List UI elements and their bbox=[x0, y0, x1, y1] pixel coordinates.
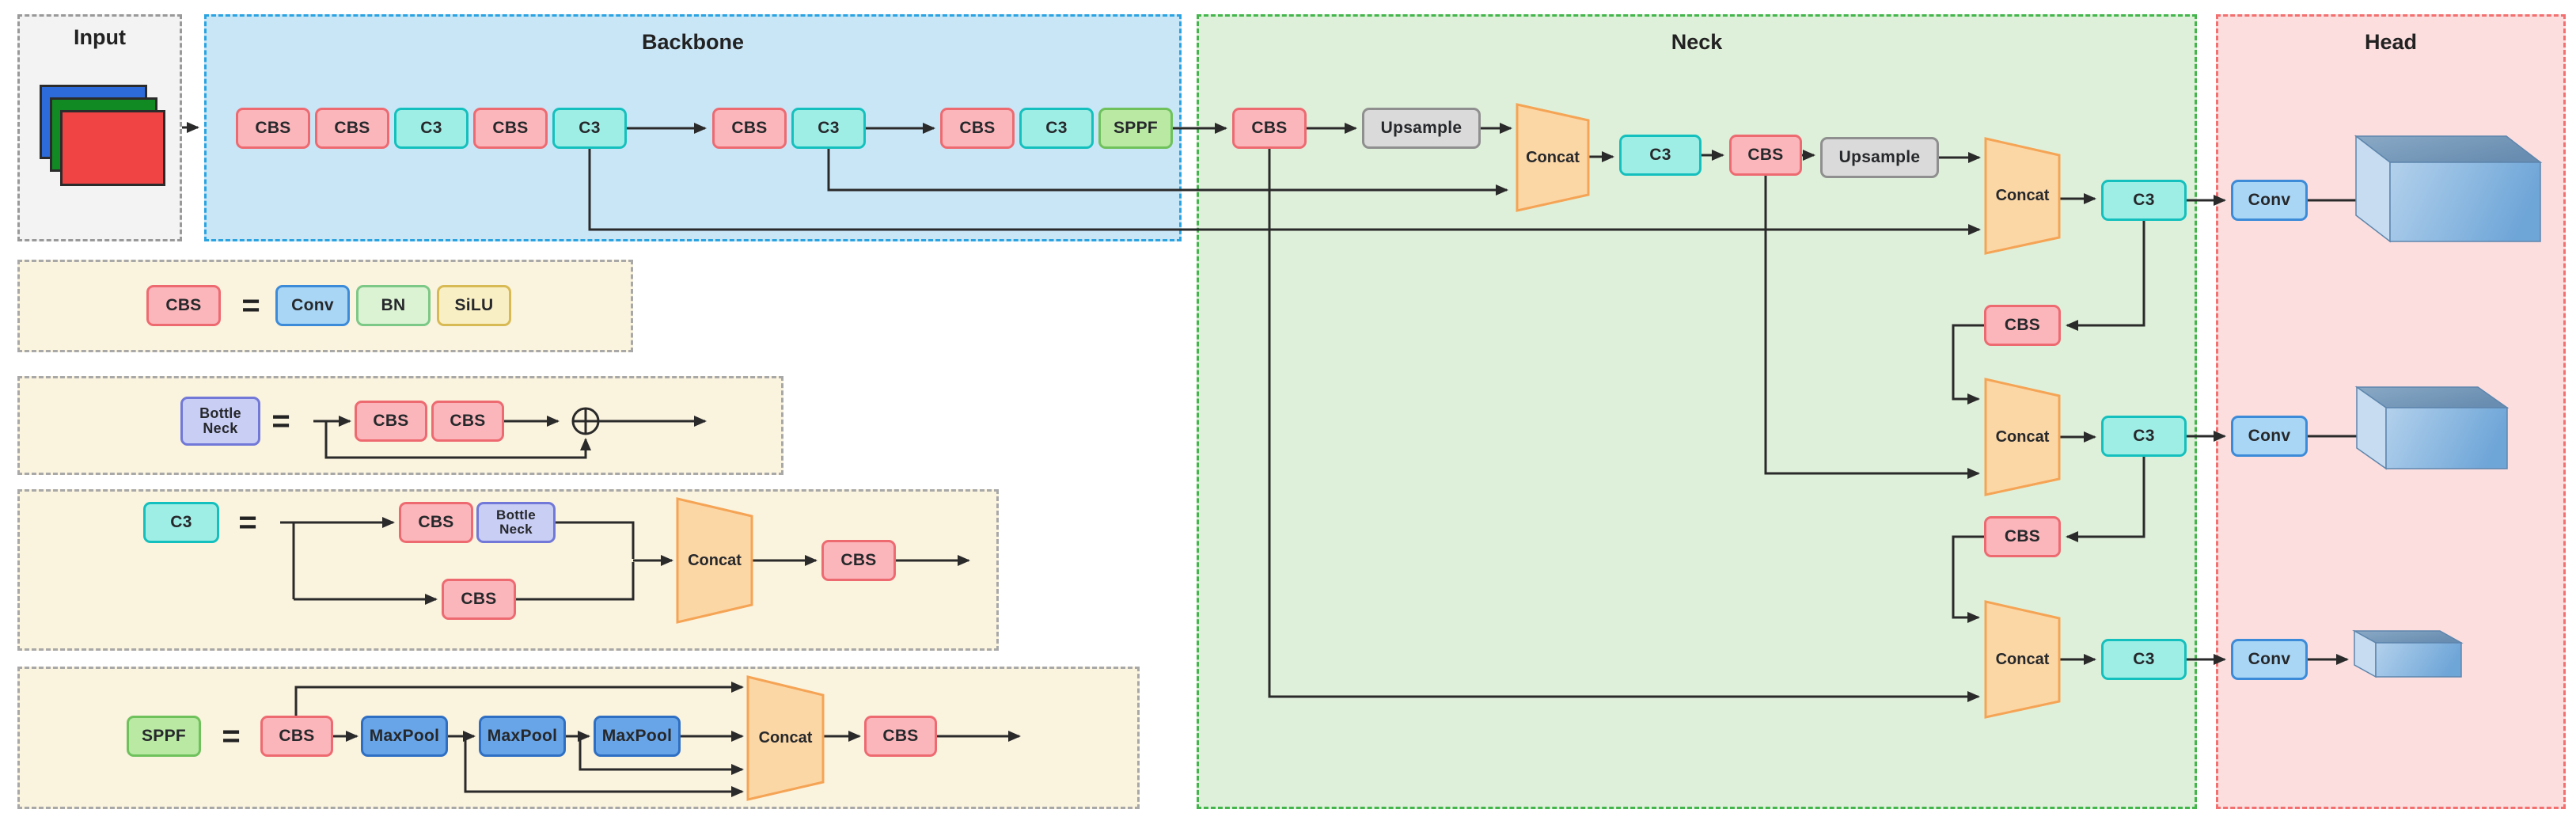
legend-bottleneck-cbs-b: CBS bbox=[431, 401, 504, 442]
neck-concat-2-label: Concat bbox=[1995, 187, 2050, 204]
flow-arrows bbox=[182, 122, 2378, 797]
legend-c3-cbs-top: CBS bbox=[399, 502, 473, 543]
legend-c3-cbs-bottom: CBS bbox=[442, 579, 516, 620]
backbone-cbs-3: CBS bbox=[473, 108, 548, 149]
input-panel-title: Input bbox=[74, 25, 126, 49]
head-conv-3: Conv bbox=[2231, 639, 2308, 680]
add-icon bbox=[571, 407, 600, 435]
bottleneck-line-1: Bottle bbox=[199, 405, 241, 422]
head-conv-2: Conv bbox=[2231, 416, 2308, 457]
neck-cbs-mid-2: CBS bbox=[1984, 516, 2061, 557]
backbone-cbs-5: CBS bbox=[940, 108, 1015, 149]
backbone-panel-title: Backbone bbox=[641, 30, 745, 54]
feature-cube-large bbox=[2354, 135, 2543, 243]
legend-c3-concat-label: Concat bbox=[688, 551, 742, 569]
neck-cbs-1: CBS bbox=[1232, 108, 1307, 149]
concat-trapezoids bbox=[676, 103, 2061, 801]
backbone-c3-4: C3 bbox=[1019, 108, 1094, 149]
neck-c3-2: C3 bbox=[2101, 180, 2187, 221]
legend-bottleneck-equals: = bbox=[271, 403, 290, 439]
legend-bottleneck-cbs-a: CBS bbox=[355, 401, 427, 442]
legend-cbs-silu: SiLU bbox=[437, 285, 511, 326]
legend-c3-bottleneck: Bottle Neck bbox=[476, 502, 556, 543]
backbone-cbs-2: CBS bbox=[315, 108, 389, 149]
legend-sppf-panel bbox=[17, 667, 1140, 809]
legend-sppf-maxpool-3: MaxPool bbox=[594, 716, 681, 757]
neck-concat-1-label: Concat bbox=[1526, 148, 1580, 166]
legend-c3-lhs: C3 bbox=[143, 502, 219, 543]
legend-cbs-conv: Conv bbox=[275, 285, 350, 326]
legend-sppf-lhs: SPPF bbox=[127, 716, 201, 757]
backbone-cbs-1: CBS bbox=[236, 108, 310, 149]
backbone-cbs-4: CBS bbox=[712, 108, 787, 149]
legend-sppf-equals: = bbox=[222, 718, 241, 754]
legend-cbs-bn: BN bbox=[356, 285, 431, 326]
legend-sppf-maxpool-2: MaxPool bbox=[479, 716, 566, 757]
bottleneck-line-2: Neck bbox=[203, 420, 238, 436]
backbone-c3-3: C3 bbox=[791, 108, 866, 149]
neck-concat-3-label: Concat bbox=[1995, 427, 2050, 446]
neck-c3-4: C3 bbox=[2101, 639, 2187, 680]
neck-concat-4-label: Concat bbox=[1995, 650, 2050, 668]
legend-c3-equals: = bbox=[238, 504, 257, 540]
legend-sppf-cbs-out: CBS bbox=[864, 716, 937, 757]
feature-cube-small bbox=[2352, 629, 2464, 678]
neck-c3-3: C3 bbox=[2101, 416, 2187, 457]
neck-cbs-2: CBS bbox=[1729, 135, 1802, 176]
legend-c3-cbs-out: CBS bbox=[821, 540, 896, 581]
backbone-c3-1: C3 bbox=[394, 108, 469, 149]
legend-cbs-equals: = bbox=[241, 287, 260, 323]
neck-c3-1: C3 bbox=[1619, 135, 1702, 176]
legend-sppf-maxpool-1: MaxPool bbox=[361, 716, 448, 757]
input-image-red bbox=[60, 110, 165, 186]
neck-upsample-1: Upsample bbox=[1362, 108, 1481, 149]
neck-upsample-2: Upsample bbox=[1820, 137, 1939, 178]
legend-sppf-cbs-in: CBS bbox=[260, 716, 333, 757]
head-conv-1: Conv bbox=[2231, 180, 2308, 221]
c3-bottleneck-line-2: Neck bbox=[499, 522, 533, 537]
neck-panel-title: Neck bbox=[1671, 30, 1723, 54]
backbone-sppf: SPPF bbox=[1098, 108, 1173, 149]
head-panel-title: Head bbox=[2364, 30, 2418, 54]
legend-bottleneck-lhs: Bottle Neck bbox=[180, 397, 260, 446]
neck-cbs-mid-1: CBS bbox=[1984, 305, 2061, 346]
legend-cbs-lhs: CBS bbox=[146, 285, 221, 326]
legend-sppf-concat-label: Concat bbox=[758, 729, 813, 747]
backbone-c3-2: C3 bbox=[552, 108, 627, 149]
feature-cube-medium bbox=[2354, 386, 2510, 470]
c3-bottleneck-line-1: Bottle bbox=[496, 507, 536, 523]
